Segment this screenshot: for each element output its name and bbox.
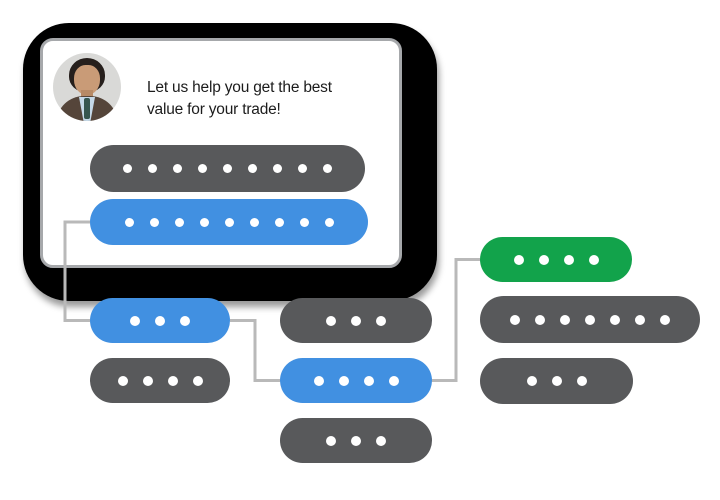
message-dot <box>117 375 128 386</box>
message-dot <box>274 217 284 227</box>
message-dot <box>526 376 537 386</box>
message-dot <box>585 314 595 325</box>
message-dot <box>224 217 234 227</box>
message-dot <box>560 314 570 325</box>
message-dot <box>273 164 282 173</box>
message-dot <box>180 315 190 326</box>
connector-middle-to-green <box>432 258 480 382</box>
chat-message-text: Let us help you get the best value for y… <box>147 77 407 120</box>
message-dot <box>563 254 574 265</box>
flow-pill-middle-top <box>280 298 432 343</box>
message-dot <box>299 217 309 227</box>
message-dot <box>192 375 203 386</box>
message-dot <box>123 164 132 173</box>
flow-pill-right-top <box>480 237 632 282</box>
chat-message-line-1: Let us help you get the best <box>147 79 332 96</box>
agent-message-bubble <box>90 145 365 192</box>
flow-pill-middle-middle <box>280 358 432 403</box>
flow-pill-left-bottom <box>90 358 230 403</box>
message-dot <box>248 164 257 173</box>
message-dot <box>338 375 349 386</box>
message-dot <box>326 435 336 446</box>
flow-pill-middle-bottom <box>280 418 432 463</box>
chat-message-line-2: value for your trade! <box>147 100 281 118</box>
message-dot <box>324 217 334 227</box>
message-dot <box>510 314 520 325</box>
avatar-neck <box>81 90 93 100</box>
message-dot <box>199 217 209 227</box>
flow-pill-right-middle <box>480 296 700 343</box>
message-dot <box>538 254 549 265</box>
message-dot <box>298 164 307 173</box>
message-dot <box>635 314 645 325</box>
message-dot <box>351 435 361 446</box>
message-dot <box>174 217 184 227</box>
message-dot <box>124 217 134 227</box>
message-dot <box>576 376 587 386</box>
message-dot <box>660 314 670 325</box>
flow-pill-left-top <box>90 298 230 343</box>
message-dot <box>513 254 524 265</box>
message-dot <box>588 254 599 265</box>
connector-left-top-to-middle <box>230 319 280 382</box>
message-dot <box>351 315 361 326</box>
message-dot <box>148 164 157 173</box>
flow-pill-right-bottom <box>480 358 633 404</box>
message-dot <box>142 375 153 386</box>
message-dot <box>388 375 399 386</box>
message-dot <box>155 315 165 326</box>
message-dot <box>167 375 178 386</box>
message-dot <box>363 375 374 386</box>
message-dot <box>535 314 545 325</box>
message-dot <box>323 164 332 173</box>
agent-avatar <box>53 53 121 121</box>
message-dot <box>376 435 386 446</box>
message-dot <box>249 217 259 227</box>
message-dot <box>551 376 562 386</box>
message-dot <box>610 314 620 325</box>
message-dot <box>130 315 140 326</box>
message-dot <box>313 375 324 386</box>
message-dot <box>326 315 336 326</box>
message-dot <box>376 315 386 326</box>
message-dot <box>223 164 232 173</box>
message-dot <box>173 164 182 173</box>
message-dot <box>198 164 207 173</box>
message-dot <box>149 217 159 227</box>
reply-message-bubble <box>90 199 368 245</box>
avatar-tie <box>84 98 90 119</box>
